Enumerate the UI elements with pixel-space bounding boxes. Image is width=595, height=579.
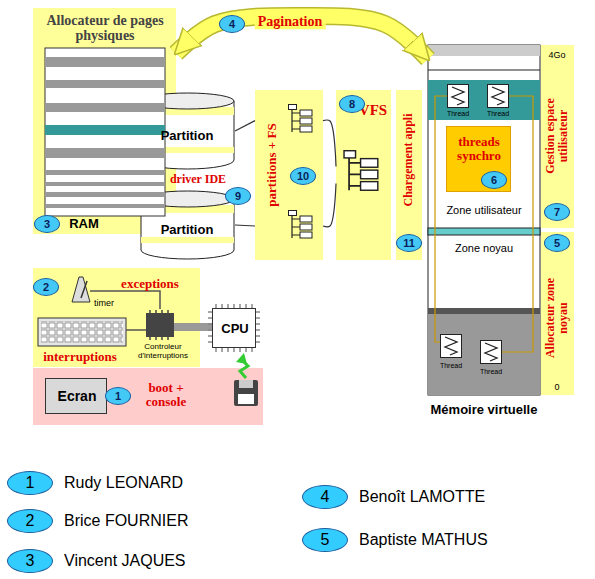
node-text: Partition: [161, 129, 214, 143]
connector-line: [235, 225, 255, 226]
panel: boot + console Ecran: [33, 368, 263, 425]
text-label: driver IDE: [170, 173, 226, 186]
callout-number: 2: [33, 278, 59, 296]
node-text: RAM: [69, 217, 99, 231]
legend-text: Benoît LAMOTTE: [359, 488, 485, 506]
ram-strip: [45, 48, 165, 216]
node-text: Mémoire virtuelle: [431, 403, 538, 417]
cpu-box: CPU: [212, 308, 256, 348]
node-text: Allocateur zone noyau: [544, 263, 570, 373]
bus: [174, 323, 212, 331]
node-text: threads synchro: [450, 135, 508, 164]
node-text: Partition: [161, 223, 214, 237]
floppy-icon: [234, 380, 258, 406]
connector-line: [323, 120, 336, 166]
legend-text: Baptiste MATHUS: [359, 531, 488, 549]
callout-number: 6: [481, 171, 507, 189]
legend-number: 4: [321, 488, 330, 506]
thread-icon: [441, 335, 462, 358]
node-text: Allocateur de pages physiques: [40, 13, 170, 44]
node-text: boot + console: [138, 381, 194, 410]
node-text: Zone noyau: [455, 242, 513, 254]
legend-text: Vincent JAQUES: [64, 552, 186, 570]
interrupt-controller-chip: [146, 310, 174, 340]
cpu-pins: [208, 304, 260, 352]
text-label: 0: [554, 383, 559, 393]
connector-path: [323, 120, 336, 166]
text-label: Thread: [487, 110, 509, 118]
text-label: Controleur d'interruptions: [132, 343, 194, 361]
legend-text: Rudy LEONARD: [64, 474, 183, 492]
callout-number: 1: [105, 387, 131, 405]
virtual-memory-column: [428, 45, 540, 395]
node-text: exceptions: [121, 277, 179, 291]
text-label: Thread: [447, 110, 469, 118]
connector-path: [323, 184, 336, 227]
panel: Allocateur zone noyau: [541, 232, 574, 395]
text-label: Thread: [440, 362, 462, 370]
node-text: Chargement appli: [402, 114, 415, 207]
edge-label: Pagination: [255, 14, 326, 29]
text-label: 4Go: [548, 51, 565, 61]
keyboard-icon: [38, 318, 126, 346]
node-text: Gestion espace utilisateur: [544, 81, 570, 191]
text-label: timer: [94, 299, 114, 309]
callout-number: 10: [290, 167, 316, 185]
panel: Gestion espace utilisateur: [541, 45, 574, 228]
callout-number: 11: [396, 234, 422, 252]
legend-number: 3: [26, 552, 35, 570]
legend-number: 5: [321, 531, 330, 549]
kernel-zone: Zone noyau: [428, 235, 540, 308]
callout-number: 4: [219, 15, 245, 33]
thread-links: [435, 96, 533, 352]
node-text: partitions + FS: [265, 123, 279, 206]
callout-number: 3: [34, 215, 60, 233]
connector-line: [235, 121, 255, 131]
thread-icon: [481, 341, 502, 364]
legend-number: 1: [26, 474, 35, 492]
callout-number: 5: [544, 234, 570, 252]
screen-box: Ecran: [45, 378, 107, 414]
connector-path: [235, 225, 255, 226]
legend-number: 2: [26, 512, 35, 530]
text-label: Thread: [480, 368, 502, 376]
legend-text: Brice FOURNIER: [64, 512, 188, 530]
node-text: Ecran: [58, 389, 97, 404]
thread-icon: [488, 85, 509, 108]
callout-number: 7: [544, 203, 570, 221]
connector-path: [235, 121, 255, 131]
thread-icon: [448, 85, 469, 108]
node-text: Zone utilisateur: [446, 204, 521, 216]
callout-number: 9: [225, 187, 251, 205]
callout-number: 8: [339, 95, 365, 113]
connector-line: [323, 184, 336, 227]
node-text: interruptions: [43, 350, 117, 364]
node-text: CPU: [221, 322, 248, 336]
